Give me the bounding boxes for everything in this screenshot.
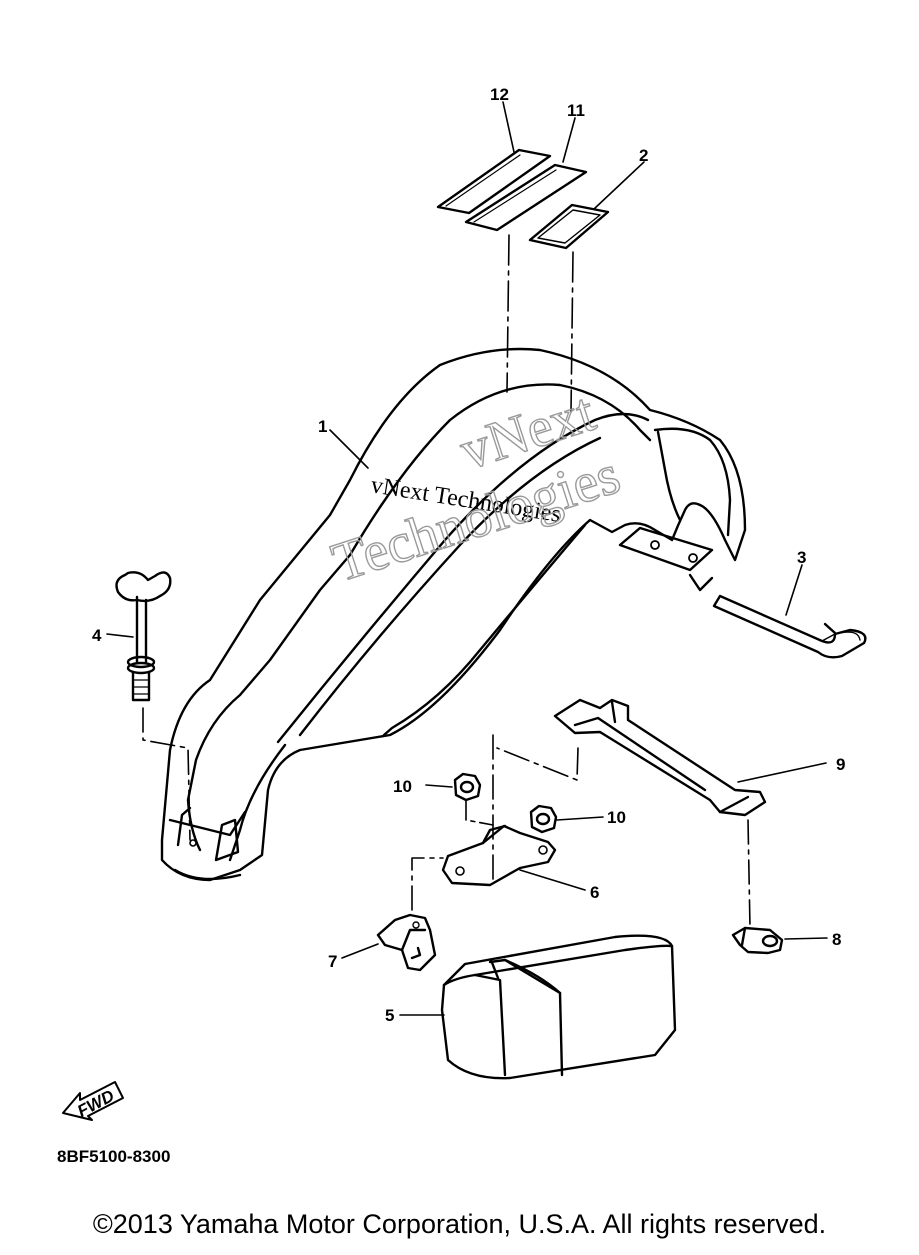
callout-12: 12	[490, 85, 509, 104]
battery-band-9	[553, 698, 767, 817]
callout-7: 7	[328, 952, 337, 971]
clip-8	[731, 926, 784, 955]
callout-11: 11	[567, 101, 585, 120]
callout-10-left: 10	[393, 777, 412, 796]
bracket-6	[441, 824, 557, 887]
flange-nut-10-right	[529, 804, 558, 834]
fwd-arrow-icon	[62, 1081, 124, 1121]
emblem-2	[528, 203, 610, 250]
flange-nut-10-left	[453, 772, 482, 802]
callout-1: 1	[318, 417, 327, 436]
cover-5	[440, 934, 677, 1080]
callout-3: 3	[797, 548, 806, 567]
callout-9: 9	[836, 755, 845, 774]
clamp-7	[376, 913, 437, 972]
callout-6: 6	[590, 883, 599, 902]
diagram-code: 8BF5100-8300	[57, 1147, 170, 1166]
rod-3	[712, 594, 867, 659]
callout-4: 4	[92, 626, 102, 645]
emblem-11	[464, 163, 588, 232]
callout-5: 5	[385, 1006, 394, 1025]
callout-8: 8	[832, 930, 841, 949]
callout-2: 2	[639, 146, 648, 165]
callout-10-right: 10	[607, 808, 626, 827]
emblem-12	[436, 148, 552, 215]
wing-bolt-4	[115, 571, 172, 702]
copyright-notice: ©2013 Yamaha Motor Corporation, U.S.A. A…	[92, 1209, 827, 1239]
rear-fender-1	[160, 347, 747, 882]
